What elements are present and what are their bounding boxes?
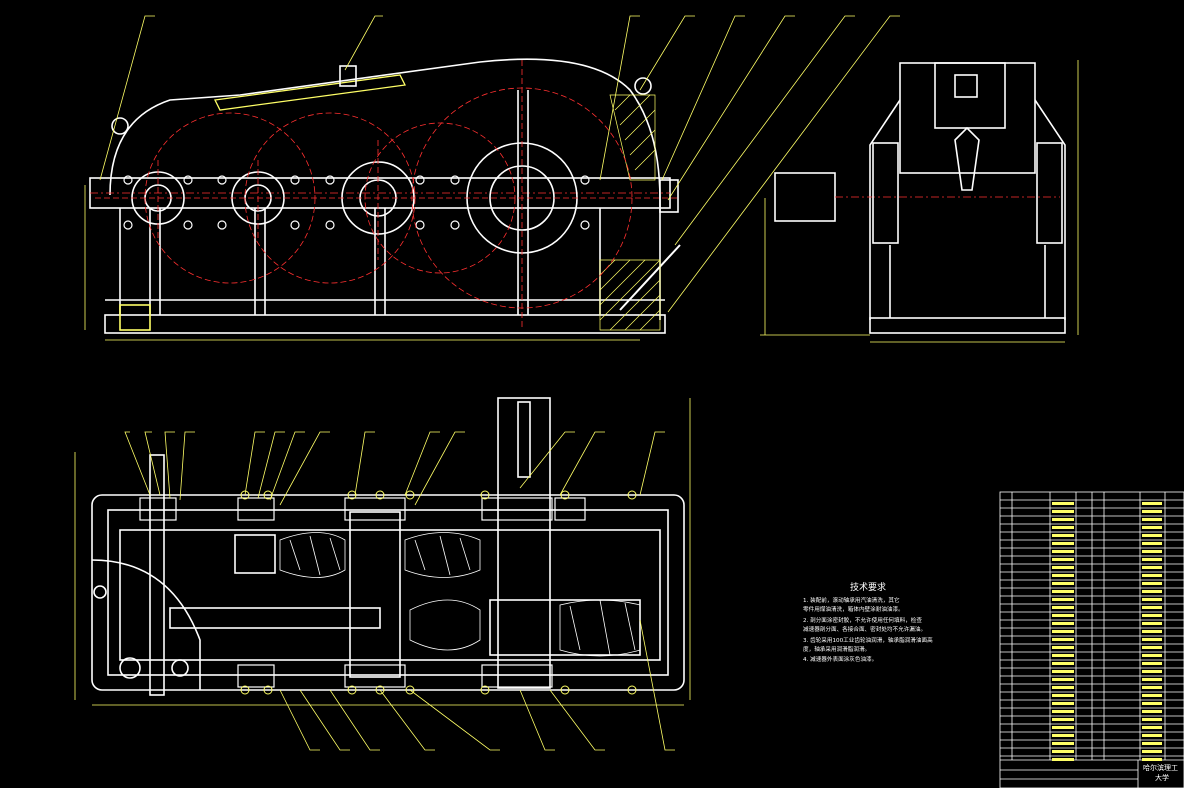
parts-list-cell-mark bbox=[1052, 750, 1074, 753]
top-view-leaders bbox=[74, 398, 691, 751]
front-view bbox=[89, 58, 681, 334]
parts-list-cell-mark bbox=[1052, 598, 1074, 601]
parts-list-cell-mark bbox=[1142, 742, 1162, 745]
tech-req-title: 技术要求 bbox=[850, 581, 886, 593]
parts-list-cell-mark bbox=[1142, 534, 1162, 537]
parts-list-cell-mark bbox=[1142, 582, 1162, 585]
parts-list-cell-mark bbox=[1142, 542, 1162, 545]
parts-list-cell-mark bbox=[1142, 518, 1162, 521]
parts-list-cell-mark bbox=[1142, 646, 1162, 649]
parts-list-cell-mark bbox=[1052, 558, 1074, 561]
parts-list-cell-mark bbox=[1142, 694, 1162, 697]
parts-list-cell-mark bbox=[1142, 654, 1162, 657]
parts-list-cell-mark bbox=[1052, 614, 1074, 617]
parts-list-cell-mark bbox=[1142, 630, 1162, 633]
parts-list-cell-mark bbox=[1142, 734, 1162, 737]
parts-list-cell-mark bbox=[1052, 622, 1074, 625]
parts-list-cell-mark bbox=[1142, 510, 1162, 513]
parts-list-cell-mark bbox=[1052, 654, 1074, 657]
parts-list-cell-mark bbox=[1052, 638, 1074, 641]
top-view-bolts bbox=[240, 490, 637, 695]
tech-req-line-4: 减速器剖分面、各接合面、密封处均不允许漏油。 bbox=[803, 625, 926, 633]
parts-list-cell-mark bbox=[1142, 686, 1162, 689]
parts-list-cell-mark bbox=[1142, 558, 1162, 561]
tech-req-line-1: 1. 装配前，滚动轴承用汽油清洗，其它 bbox=[803, 596, 900, 604]
parts-list-cell-mark bbox=[1052, 590, 1074, 593]
parts-list-cell-mark bbox=[1052, 574, 1074, 577]
parts-list-cell-mark bbox=[1142, 526, 1162, 529]
parts-list-cell-mark bbox=[1052, 662, 1074, 665]
tech-req-line-3: 2. 剖分面涂密封胶，不允许使用任何填料，检查 bbox=[803, 616, 922, 624]
parts-list-cell-mark bbox=[1052, 526, 1074, 529]
parts-list-cell-mark bbox=[1052, 670, 1074, 673]
parts-list-cell-mark bbox=[1052, 510, 1074, 513]
parts-list-cell-mark bbox=[1142, 502, 1162, 505]
parts-list-cell-mark bbox=[1142, 710, 1162, 713]
parts-list-cell-mark bbox=[1052, 582, 1074, 585]
parts-list-cell-mark bbox=[1052, 606, 1074, 609]
title-block: 哈尔滨理工 大学 bbox=[1143, 763, 1178, 782]
parts-list-cell-mark bbox=[1142, 750, 1162, 753]
parts-list-cell-mark bbox=[1142, 702, 1162, 705]
parts-list-cell-mark bbox=[1142, 718, 1162, 721]
parts-list-cell-mark bbox=[1052, 710, 1074, 713]
tech-req-line-7: 4. 减速器外表面涂灰色油漆。 bbox=[803, 655, 877, 663]
side-view-dimensions bbox=[760, 60, 1079, 343]
parts-list-cell-mark bbox=[1052, 518, 1074, 521]
parts-list-cell-mark bbox=[1052, 726, 1074, 729]
parts-list-cell-mark bbox=[1142, 670, 1162, 673]
parts-list-cell-mark bbox=[1142, 622, 1162, 625]
top-view bbox=[91, 397, 685, 696]
parts-list-cell-mark bbox=[1142, 598, 1162, 601]
parts-list-cell-mark bbox=[1052, 686, 1074, 689]
parts-list-cell-mark bbox=[1052, 758, 1074, 761]
front-view-oil-sump-hatch bbox=[599, 94, 661, 331]
parts-list-cell-mark bbox=[1052, 718, 1074, 721]
parts-list-cell-mark bbox=[1052, 566, 1074, 569]
parts-list-cell-mark bbox=[1052, 694, 1074, 697]
parts-list-cell-mark bbox=[1142, 606, 1162, 609]
tech-req-line-5: 3. 齿轮采用100工业齿轮油润滑，轴承脂润滑油面高 bbox=[803, 636, 933, 644]
parts-list-cell-mark bbox=[1052, 646, 1074, 649]
parts-list-cell-mark bbox=[1052, 678, 1074, 681]
parts-list-cell-mark bbox=[1142, 662, 1162, 665]
top-view-gear-hatching bbox=[279, 532, 641, 657]
parts-list-cell-mark bbox=[1142, 758, 1162, 761]
parts-list-cell-mark bbox=[1052, 742, 1074, 745]
parts-list-cell-mark bbox=[1052, 630, 1074, 633]
parts-list-cell-mark bbox=[1142, 678, 1162, 681]
parts-list-cell-mark bbox=[1052, 550, 1074, 553]
tech-req-line-2: 零件用煤油清洗，箱体内壁涂耐油油漆。 bbox=[803, 605, 904, 613]
parts-list-cell-mark bbox=[1142, 614, 1162, 617]
parts-list-cell-mark bbox=[1142, 726, 1162, 729]
technical-requirements: 技术要求 1. 装配前，滚动轴承用汽油清洗，其它 零件用煤油清洗，箱体内壁涂耐油… bbox=[803, 581, 933, 663]
parts-list-cell-mark bbox=[1142, 638, 1162, 641]
parts-list-cell-mark bbox=[1052, 702, 1074, 705]
front-view-leaders bbox=[84, 15, 900, 341]
side-view bbox=[774, 62, 1066, 334]
parts-list-cell-mark bbox=[1052, 502, 1074, 505]
tech-req-line-6: 度，轴承采用润滑脂润滑。 bbox=[803, 645, 870, 653]
parts-list-cell-mark bbox=[1052, 734, 1074, 737]
parts-list-cell-mark bbox=[1142, 566, 1162, 569]
parts-list-table bbox=[999, 491, 1184, 788]
parts-list-cell-mark bbox=[1142, 574, 1162, 577]
title-block-school-line-2: 大学 bbox=[1155, 773, 1169, 782]
parts-list-cell-mark bbox=[1052, 542, 1074, 545]
parts-list-cell-mark bbox=[1142, 550, 1162, 553]
front-view-pitch-circles bbox=[95, 60, 680, 330]
title-block-school-line-1: 哈尔滨理工 bbox=[1143, 763, 1178, 772]
parts-list-cell-mark bbox=[1052, 534, 1074, 537]
parts-list-cell-mark bbox=[1142, 590, 1162, 593]
